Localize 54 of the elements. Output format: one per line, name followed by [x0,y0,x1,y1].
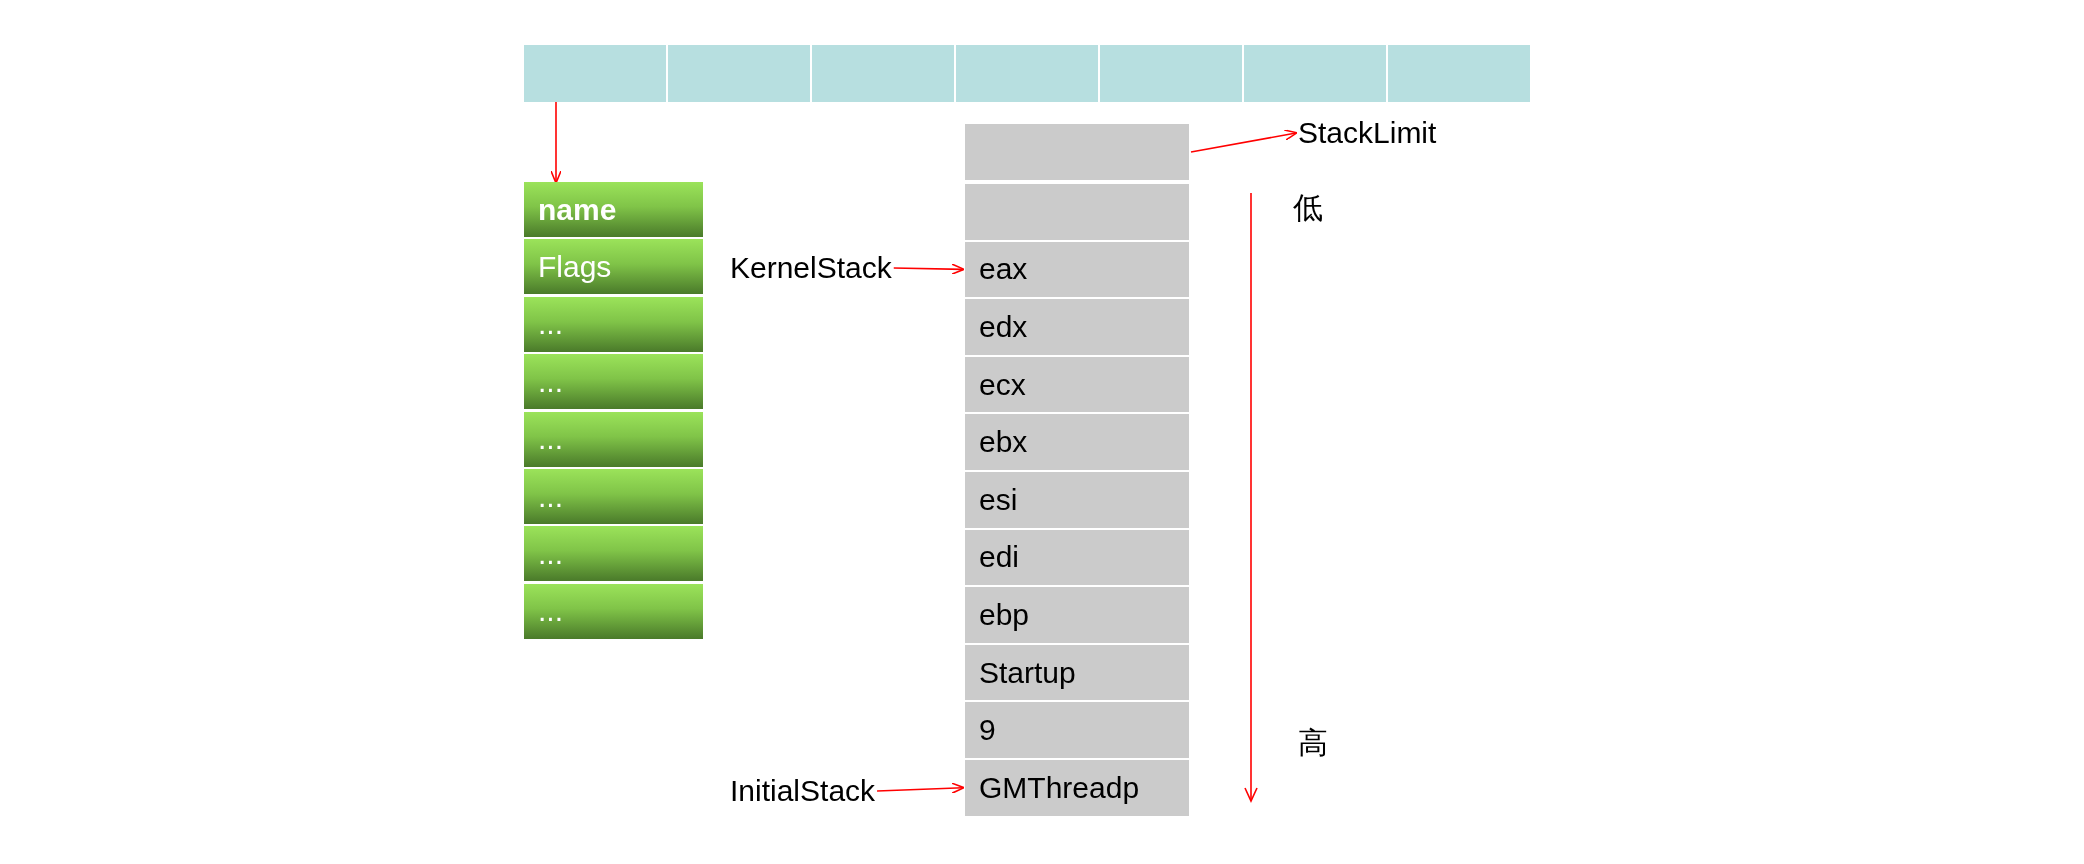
register-name: Startup [979,655,1076,690]
register-name: GMThreadp [979,770,1140,805]
table-slot [1100,45,1242,102]
table-slot [1388,45,1530,102]
stack-slot [965,529,1189,586]
stack-slot [965,702,1189,758]
register-name: esi [979,482,1018,517]
stack-slot [965,299,1189,355]
pointer-label: StackLimit [1298,118,1437,148]
structure-field [524,239,703,295]
pointer-label: KernelStack [730,253,892,283]
field-name: name [538,192,617,227]
structure-field [524,526,703,582]
register-name: ebx [979,425,1028,460]
arrow [1190,129,1298,153]
table-slot [812,45,954,102]
arrow [550,101,562,184]
stack-slot [965,414,1189,470]
pointer-label: InitialStack [730,776,876,806]
direction-label: 高 [1298,728,1328,758]
register-name: 9 [979,713,996,748]
stack-slot [965,124,1189,180]
table-slot [668,45,810,102]
field-name: ... [538,594,563,629]
structure-field [524,182,703,237]
arrow [892,263,965,275]
stack-slot [965,356,1189,413]
stack-slot [965,184,1189,240]
register-name: edi [979,540,1020,575]
stack-slot [965,472,1189,528]
direction-label: 低 [1293,193,1323,223]
structure-field [524,469,703,524]
structure-field [524,411,703,467]
table-slot [956,45,1098,102]
arrow [876,782,965,794]
field-name: ... [538,536,563,571]
register-name: ebp [979,597,1030,632]
field-name: Flags [538,249,612,284]
structure-field [524,296,703,352]
table-slot [524,45,666,102]
field-name: ... [538,479,563,514]
stack-slot [965,760,1189,816]
structure-field [524,583,703,639]
register-name: ecx [979,367,1026,402]
stack-slot [965,644,1189,701]
register-name: edx [979,309,1028,344]
structure-field [524,354,703,410]
stack-slot [965,241,1189,298]
table-slot [1244,45,1386,102]
field-name: ... [538,422,563,457]
field-name: ... [538,364,563,399]
field-name: ... [538,307,563,342]
register-name: eax [979,252,1028,287]
stack-slot [965,587,1189,643]
